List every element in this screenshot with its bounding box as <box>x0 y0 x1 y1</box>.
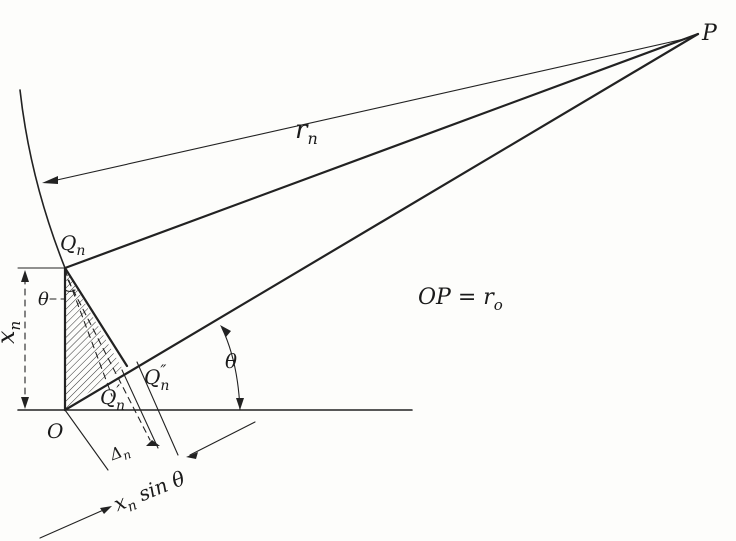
wavefront-arc <box>19 89 66 269</box>
label-p: P <box>701 21 718 46</box>
theta-arrow-bottom <box>236 398 244 410</box>
xn-sin-theta-arrowhead-left <box>100 506 112 514</box>
label-theta-left: θ <box>38 289 49 310</box>
hatched-triangle <box>65 268 122 410</box>
perpendicular-from-qn-double-prime <box>136 361 179 456</box>
line-qn-to-qn-double-prime <box>63 266 129 368</box>
xn-arrow-bottom <box>21 397 29 409</box>
label-qn-double-prime: Q″n <box>144 361 169 394</box>
label-rn: rn <box>295 115 318 148</box>
xn-arrow-top <box>21 270 29 282</box>
delta-n-arrowhead <box>146 440 160 446</box>
perpendicular-from-qn-prime <box>121 369 159 449</box>
small-theta-arc <box>64 289 76 293</box>
line-rn <box>47 36 694 183</box>
line-p-to-o <box>63 32 700 412</box>
label-delta-n: Δn <box>106 440 133 468</box>
label-xn-sin-theta: xn sin θ <box>110 466 190 520</box>
delta-n-dimension-line <box>64 409 109 471</box>
xn-sin-theta-arrowhead-right <box>186 452 198 459</box>
dashed-perpendicular-2 <box>67 279 151 441</box>
theta-arrow-top <box>220 325 231 337</box>
line-p-to-qn <box>63 32 700 270</box>
label-theta-right: θ <box>225 349 237 373</box>
xn-sin-theta-line <box>39 507 109 539</box>
label-qn: Qn <box>60 231 85 259</box>
label-op-equation: OP = ro <box>418 285 503 314</box>
xn-sin-theta-line-right <box>189 421 256 456</box>
label-xn: xn <box>0 321 24 344</box>
label-o: O <box>47 419 63 443</box>
label-qn-prime: Q′n <box>100 381 125 414</box>
rn-arrowhead <box>42 176 58 184</box>
